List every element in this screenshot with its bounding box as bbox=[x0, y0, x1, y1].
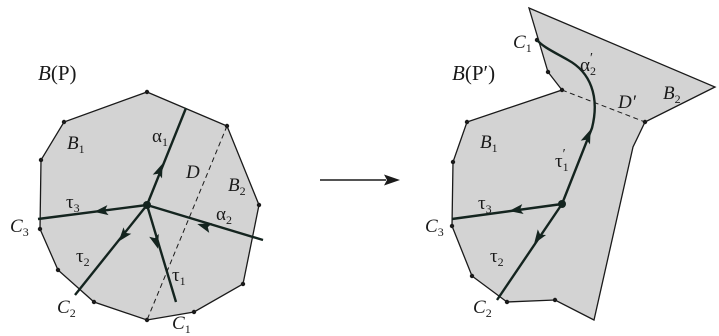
left-arrowheads bbox=[94, 163, 213, 249]
right-label-c2: C2 bbox=[473, 297, 492, 320]
left-polygon-vertices bbox=[37, 89, 262, 323]
left-label-tau1: τ1 bbox=[172, 265, 186, 288]
left-label-tau2: τ2 bbox=[76, 246, 90, 269]
right-label-tau1: τ1′ bbox=[555, 147, 569, 174]
left-tau3-arrowhead bbox=[94, 205, 109, 216]
left-title: B(P) bbox=[38, 61, 77, 85]
right-tau3-arrowhead bbox=[509, 204, 524, 214]
right-tau1-arrowhead bbox=[580, 129, 591, 145]
right-label-c1: C1 bbox=[513, 32, 532, 55]
right-arcs bbox=[451, 39, 596, 301]
left-tau2-arrowhead bbox=[118, 227, 132, 242]
left-label-alpha1: α1 bbox=[152, 126, 168, 149]
left-tau2-arc bbox=[74, 204, 148, 296]
left-tau1-arrowhead bbox=[149, 233, 159, 249]
right-dashed-divider bbox=[561, 89, 646, 123]
left-tau1-arc bbox=[145, 204, 178, 303]
right-tau2-arrowhead bbox=[534, 229, 547, 244]
left-label-c3: C3 bbox=[10, 216, 29, 239]
left-alpha1-arc bbox=[145, 107, 188, 206]
right-diagram: B(P′) B1 B2 D′ C1 α2′ τ1′ τ3 τ2 C3 C2 bbox=[425, 6, 717, 321]
left-label-b2: B2 bbox=[228, 175, 246, 198]
left-root-node bbox=[143, 201, 151, 209]
left-label-c1: C1 bbox=[172, 313, 191, 336]
left-alpha1-arrowhead bbox=[152, 163, 163, 179]
right-root-node bbox=[558, 200, 566, 208]
left-alpha2-arc bbox=[146, 203, 264, 242]
left-alpha2-arrowhead bbox=[197, 223, 213, 233]
right-polygon-region bbox=[451, 6, 717, 321]
left-arcs bbox=[37, 107, 264, 303]
left-tau3-arc bbox=[37, 203, 148, 221]
right-label-alpha2: α2′ bbox=[580, 51, 596, 78]
right-tau2-arc bbox=[496, 203, 563, 301]
left-label-d: D bbox=[185, 162, 200, 183]
right-label-d: D′ bbox=[617, 92, 637, 113]
left-dashed-divider bbox=[146, 125, 228, 321]
left-label-c2: C2 bbox=[57, 297, 76, 320]
left-label-tau3: τ3 bbox=[66, 192, 80, 215]
right-alpha2-tau1-curve bbox=[536, 39, 596, 205]
left-diagram: B(P) B1 B2 D α1 α2 τ3 τ2 τ1 C3 C2 C1 bbox=[10, 61, 264, 336]
right-label-tau3: τ3 bbox=[478, 193, 492, 216]
left-label-alpha2: α2 bbox=[216, 204, 232, 227]
right-label-b2: B2 bbox=[663, 83, 681, 106]
right-label-tau2: τ2 bbox=[490, 246, 504, 269]
right-title: B(P′) bbox=[452, 61, 495, 85]
right-tau3-arc bbox=[451, 202, 563, 221]
transformation-arrow bbox=[320, 174, 400, 186]
right-label-c3: C3 bbox=[425, 216, 444, 239]
left-label-b1: B1 bbox=[67, 133, 85, 156]
right-label-b1: B1 bbox=[480, 132, 498, 155]
right-polygon-vertices bbox=[449, 37, 648, 305]
right-arrowheads bbox=[509, 129, 591, 244]
